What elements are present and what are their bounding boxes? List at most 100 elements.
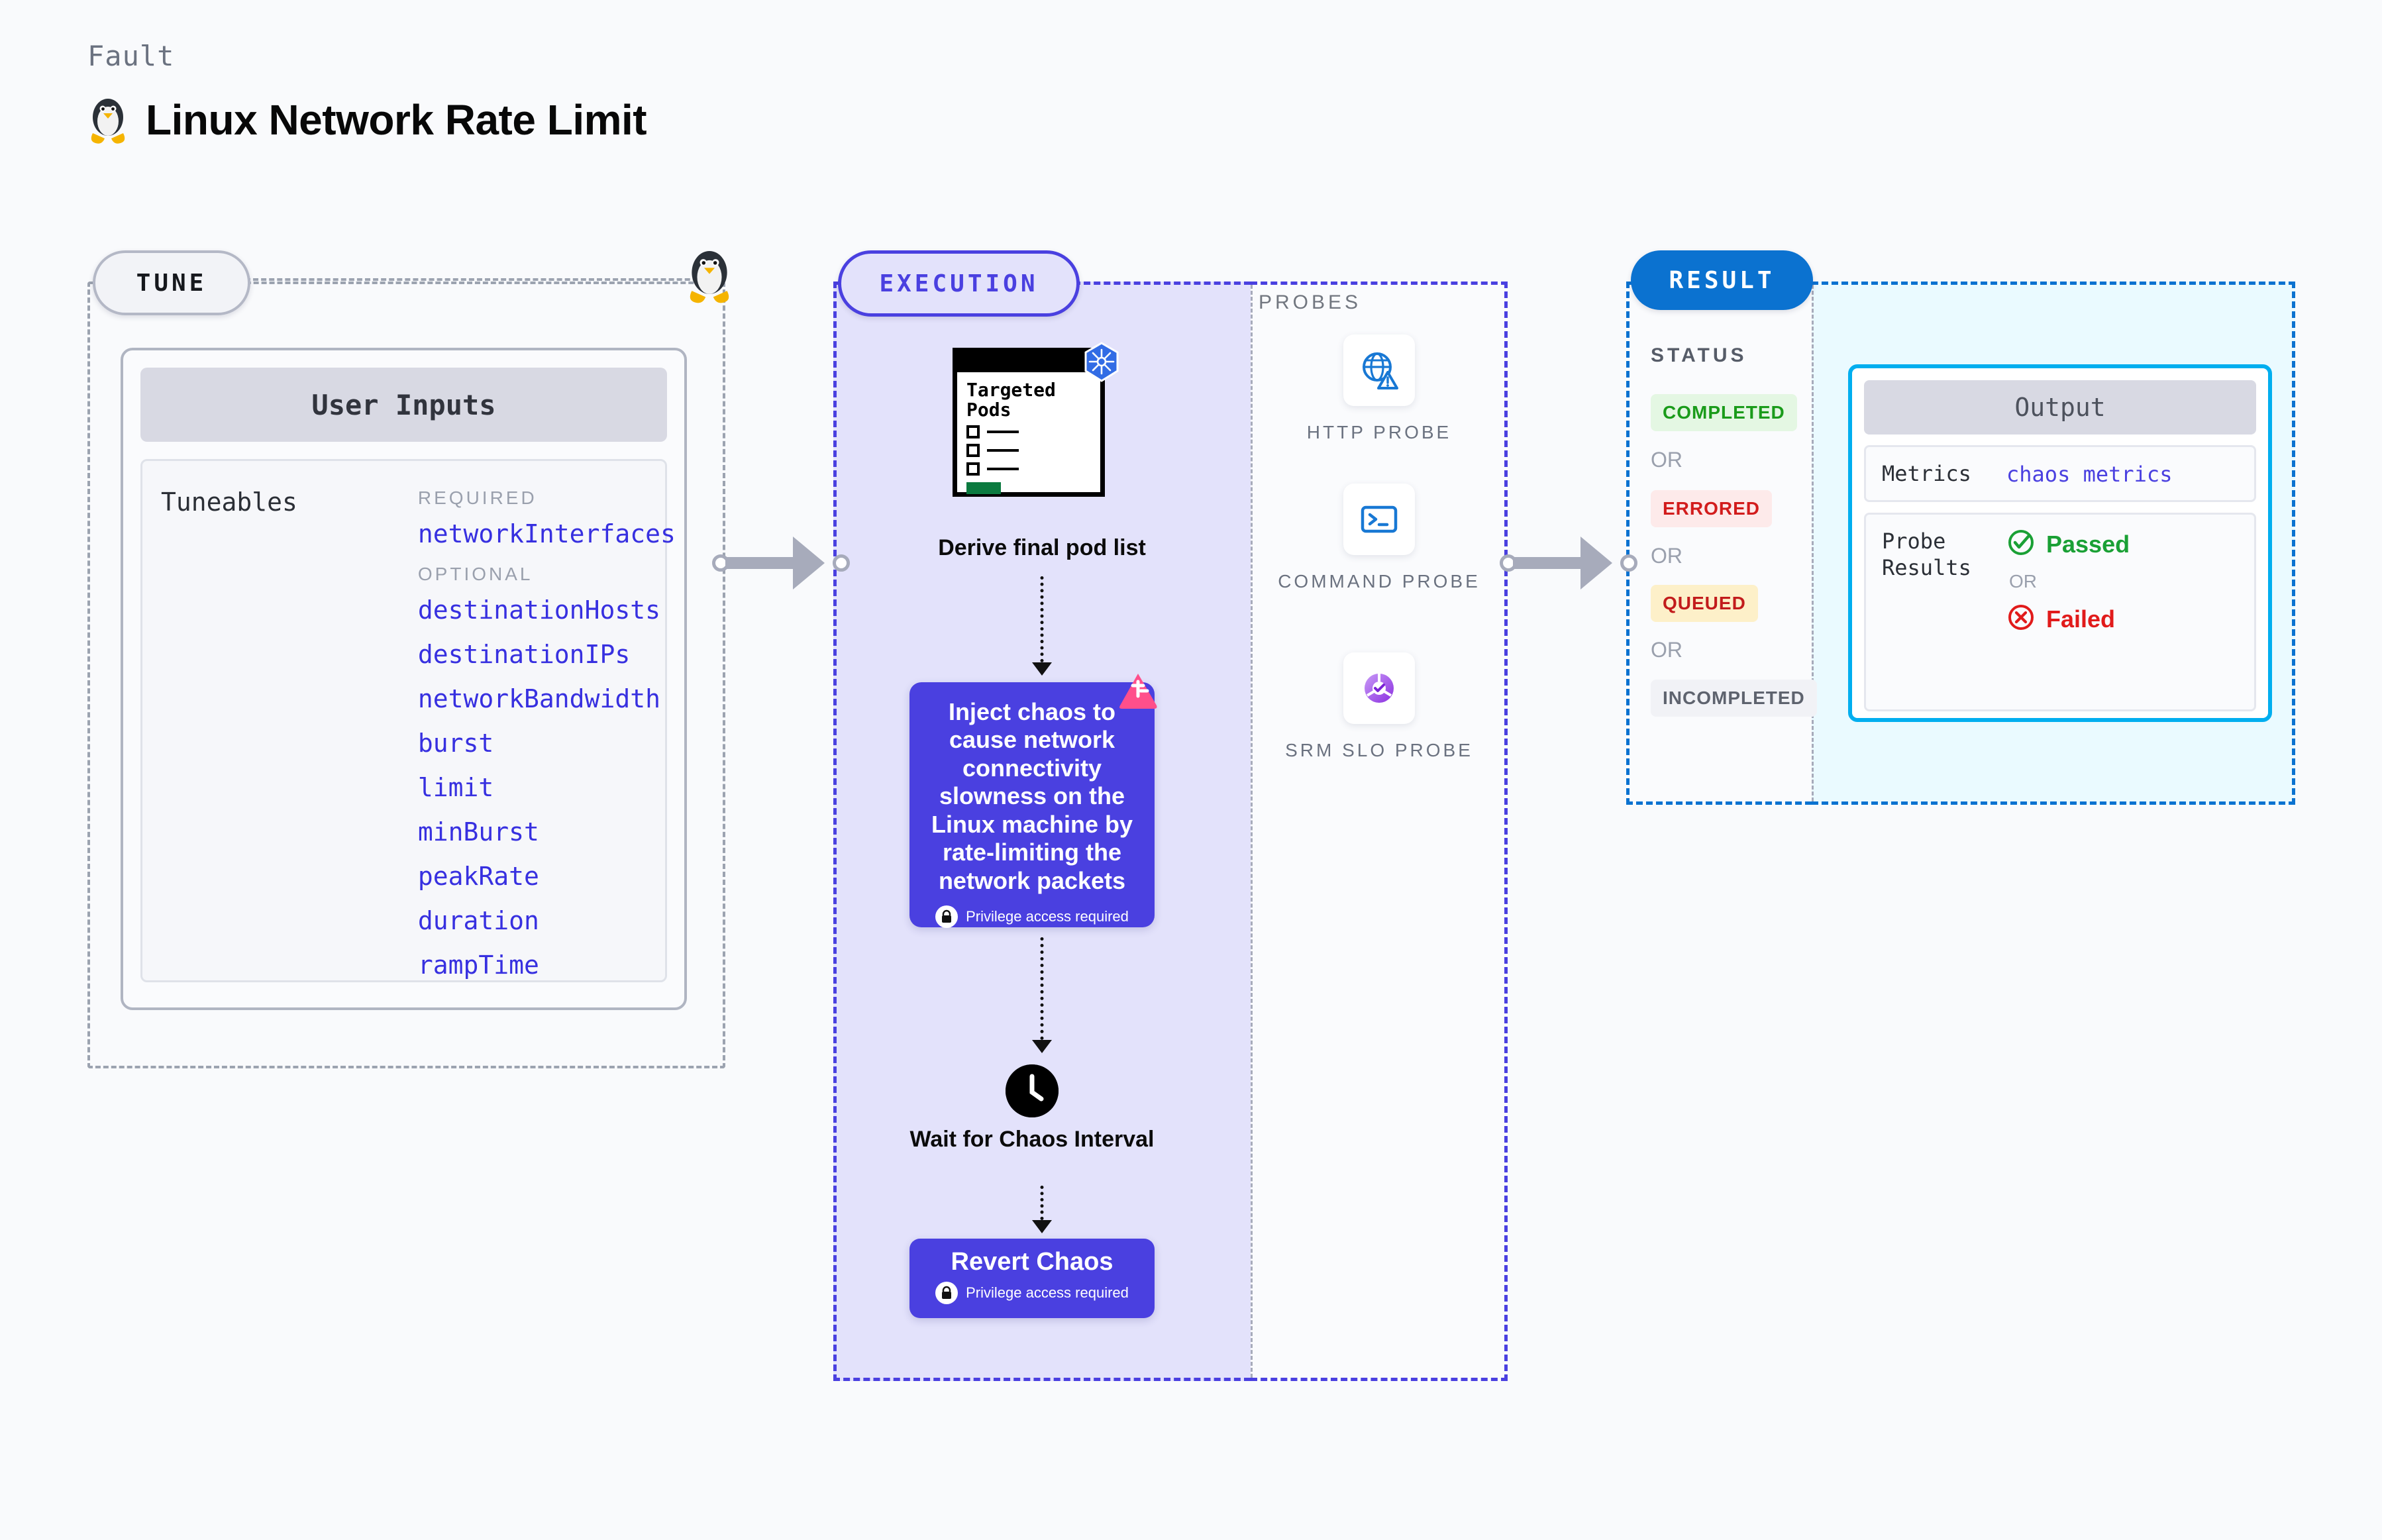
status-or-label: OR [1651,448,1683,472]
wait-for-chaos-interval-label: Wait for Chaos Interval [909,1127,1155,1152]
globe-warning-icon [1343,334,1415,406]
status-badge-label: ERRORED [1663,498,1761,519]
tuneable-item[interactable]: networkInterfaces [417,519,676,548]
group-label-optional: OPTIONAL [417,564,533,584]
connector-end-dot [833,554,850,572]
tune-stage-pill[interactable]: TUNE [93,250,250,315]
verdict-failed-label: Failed [2046,605,2116,633]
probe-verdicts: Passed OR Failed [2006,528,2130,635]
pod-list-item [966,444,1091,458]
targeted-pods-card: Targeted Pods [953,348,1105,497]
slo-donut-check-icon [1343,652,1415,724]
privilege-note-text: Privilege access required [966,908,1129,925]
probes-section-title: PROBES [1259,291,1362,313]
status-badge-label: COMPLETED [1663,402,1785,423]
fault-title-row: Linux Network Rate Limit [87,95,647,145]
probe-http[interactable]: HTTP PROBE [1251,334,1508,444]
check-circle-icon [2006,528,2036,560]
probe-command[interactable]: COMMAND PROBE [1251,484,1508,593]
tuneables-panel: Tuneables REQUIRED networkInterfaces OPT… [140,459,676,982]
status-badge: COMPLETED [1651,394,1797,431]
status-badge: INCOMPLETED [1651,680,1817,717]
pod-list-item [966,425,1091,439]
arrow-derive-to-inject [1032,576,1052,676]
probe-label: SRM SLO PROBE [1285,740,1473,760]
status-bar [966,482,1001,495]
privilege-note: Privilege access required [909,1282,1155,1304]
tuneable-item[interactable]: networkBandwidth [417,684,660,713]
tune-stage-boundary [87,282,725,1068]
placeholder-line [987,449,1019,452]
verdict-or-label: OR [2009,571,2037,591]
checkbox-icon [966,462,980,476]
kubernetes-icon [1080,341,1123,388]
result-status-boundary [1626,282,1812,805]
status-or-label: OR [1651,544,1683,568]
probes-stage-boundary [1251,282,1508,1381]
tuneable-item[interactable]: destinationHosts [417,595,660,625]
output-header: Output [1864,380,2256,435]
probe-results-row: Probe Results Passed OR [1864,513,2256,711]
checkbox-icon [966,425,980,439]
connector-bar [725,557,811,569]
revert-chaos-title: Revert Chaos [951,1248,1113,1276]
arrow-inject-to-wait [1032,937,1052,1053]
checkbox-icon [966,444,980,458]
tuneable-item[interactable]: rampTime [417,950,539,980]
tuneable-item[interactable]: minBurst [417,817,539,847]
inject-chaos-card: Inject chaos to cause network connectivi… [909,682,1155,929]
status-or-label: OR [1651,638,1683,662]
terminal-icon [1343,484,1415,555]
fault-kicker: Fault [87,40,175,72]
tuneable-item[interactable]: peakRate [417,862,539,891]
tuneable-item[interactable]: duration [417,906,539,935]
linux-penguin-icon [87,95,129,145]
probe-results-label: Probe Results [1882,529,1971,580]
status-badge-label: QUEUED [1663,593,1746,613]
result-stage-pill[interactable]: RESULT [1631,250,1813,310]
metrics-row: Metrics chaos metrics [1864,445,2256,502]
probes-divider [1251,285,1253,1378]
lock-icon [935,905,958,929]
status-badge: QUEUED [1651,585,1758,622]
metrics-label: Metrics [1882,461,1971,486]
privilege-note: Privilege access required [924,905,1140,929]
output-card: Output Metrics chaos metrics Probe Resul… [1848,364,2272,722]
pods-card-body: Targeted Pods [957,372,1100,495]
verdict-passed-label: Passed [2046,530,2130,558]
lock-icon [935,1282,958,1304]
page-header: Fault Linux Network Rate Limit [87,40,647,145]
revert-chaos-card: Revert Chaos Privilege access required [909,1239,1155,1318]
verdict-failed: Failed [2006,603,2130,635]
user-inputs-card: User Inputs Tuneables REQUIRED networkIn… [121,348,687,1010]
probe-label: COMMAND PROBE [1278,571,1480,591]
page-title: Linux Network Rate Limit [146,96,647,144]
x-circle-icon [2006,603,2036,635]
linux-penguin-icon [686,246,733,308]
probe-label: HTTP PROBE [1306,422,1452,442]
tuneable-item[interactable]: burst [417,729,494,758]
placeholder-line [987,431,1019,434]
group-label-required: REQUIRED [417,488,537,508]
probe-srm-slo[interactable]: SRM SLO PROBE [1251,652,1508,762]
tuneables-list: REQUIRED networkInterfaces OPTIONAL dest… [317,488,676,980]
status-badge-label: INCOMPLETED [1663,688,1805,708]
clock-icon [1006,1064,1059,1117]
arrow-wait-to-revert [1032,1186,1052,1233]
verdict-passed: Passed [2006,528,2130,560]
user-inputs-header: User Inputs [140,368,667,442]
connector-tune-to-execution [712,537,851,590]
placeholder-line [987,468,1019,471]
status-badge: ERRORED [1651,490,1773,527]
tuneable-item[interactable]: limit [417,773,494,802]
tuneable-item[interactable]: destinationIPs [417,640,631,669]
execution-stage-pill[interactable]: EXECUTION [838,250,1080,317]
tuneables-label: Tuneables [161,488,297,517]
metrics-value[interactable]: chaos metrics [2006,462,2173,487]
connector-end-dot [1620,554,1637,572]
pods-card-title: Targeted Pods [966,379,1056,421]
result-divider [1812,285,1814,801]
tune-top-dashed-line [245,278,722,281]
pod-list-item [966,462,1091,476]
privilege-note-text: Privilege access required [966,1284,1129,1301]
